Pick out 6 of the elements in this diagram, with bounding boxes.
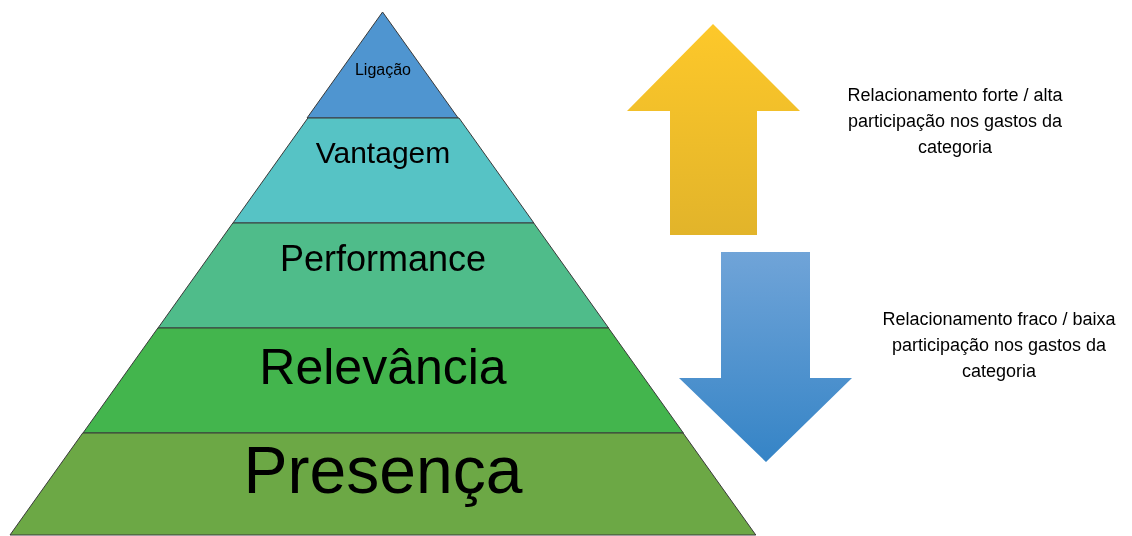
tier-label: Performance [279,241,487,277]
tier-label: Vantagem [315,138,451,168]
description-text: Relacionamento forte / alta participação nos gastos da categoria [846,84,1064,159]
description-text: Relacionamento fraco / baixa participação nos gastos da categoria [881,308,1117,383]
tier-label: Ligação [354,62,411,78]
tier-label: Relevância [259,342,507,392]
